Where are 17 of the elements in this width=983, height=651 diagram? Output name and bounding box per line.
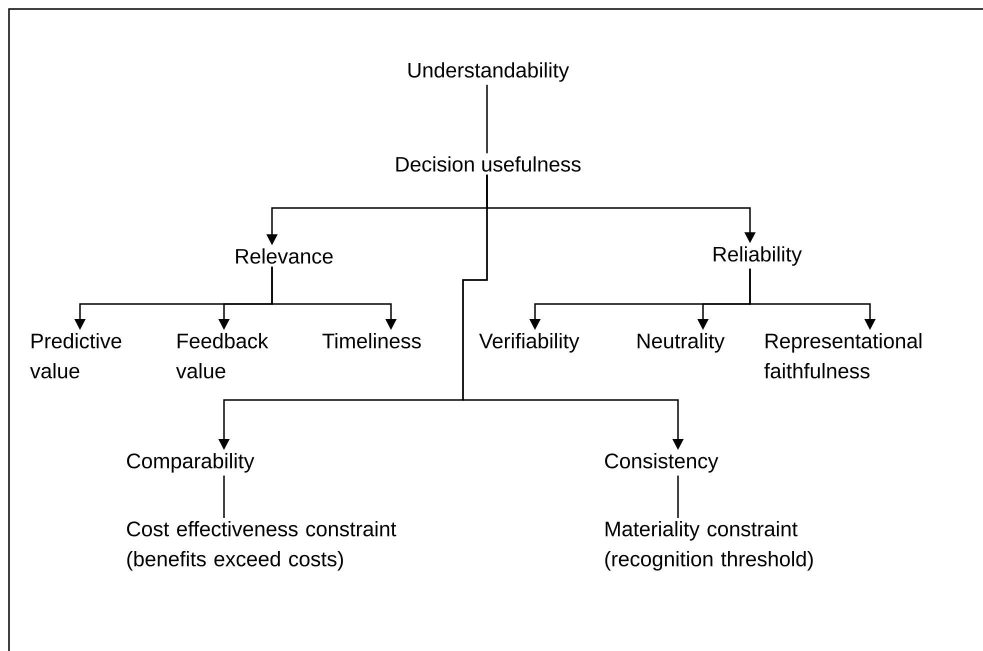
label-text: Feedback value [176, 333, 268, 378]
connector-line [486, 84, 488, 154]
label-text: Timeliness [322, 333, 421, 348]
label-text: Verifiability [479, 333, 580, 353]
label-text: Relevance [236, 248, 333, 264]
connector-line [677, 476, 679, 518]
label-text: Understandability [408, 62, 570, 82]
label-text: Materiality constraint (recognition threshold) [605, 521, 813, 571]
label-text: Consistency [605, 453, 718, 473]
label-text: Neutrality [638, 333, 725, 353]
label-text: Representational faithfulness [764, 333, 922, 378]
label-text: Comparability [127, 453, 254, 473]
connector-line [223, 476, 225, 518]
label-text: Reliability [714, 246, 802, 266]
label-text: Decision usefulness [396, 156, 581, 172]
label-text: Predictive value [30, 333, 122, 378]
label-text: Cost effectiveness constraint (benefits exceed costs) [127, 521, 396, 571]
